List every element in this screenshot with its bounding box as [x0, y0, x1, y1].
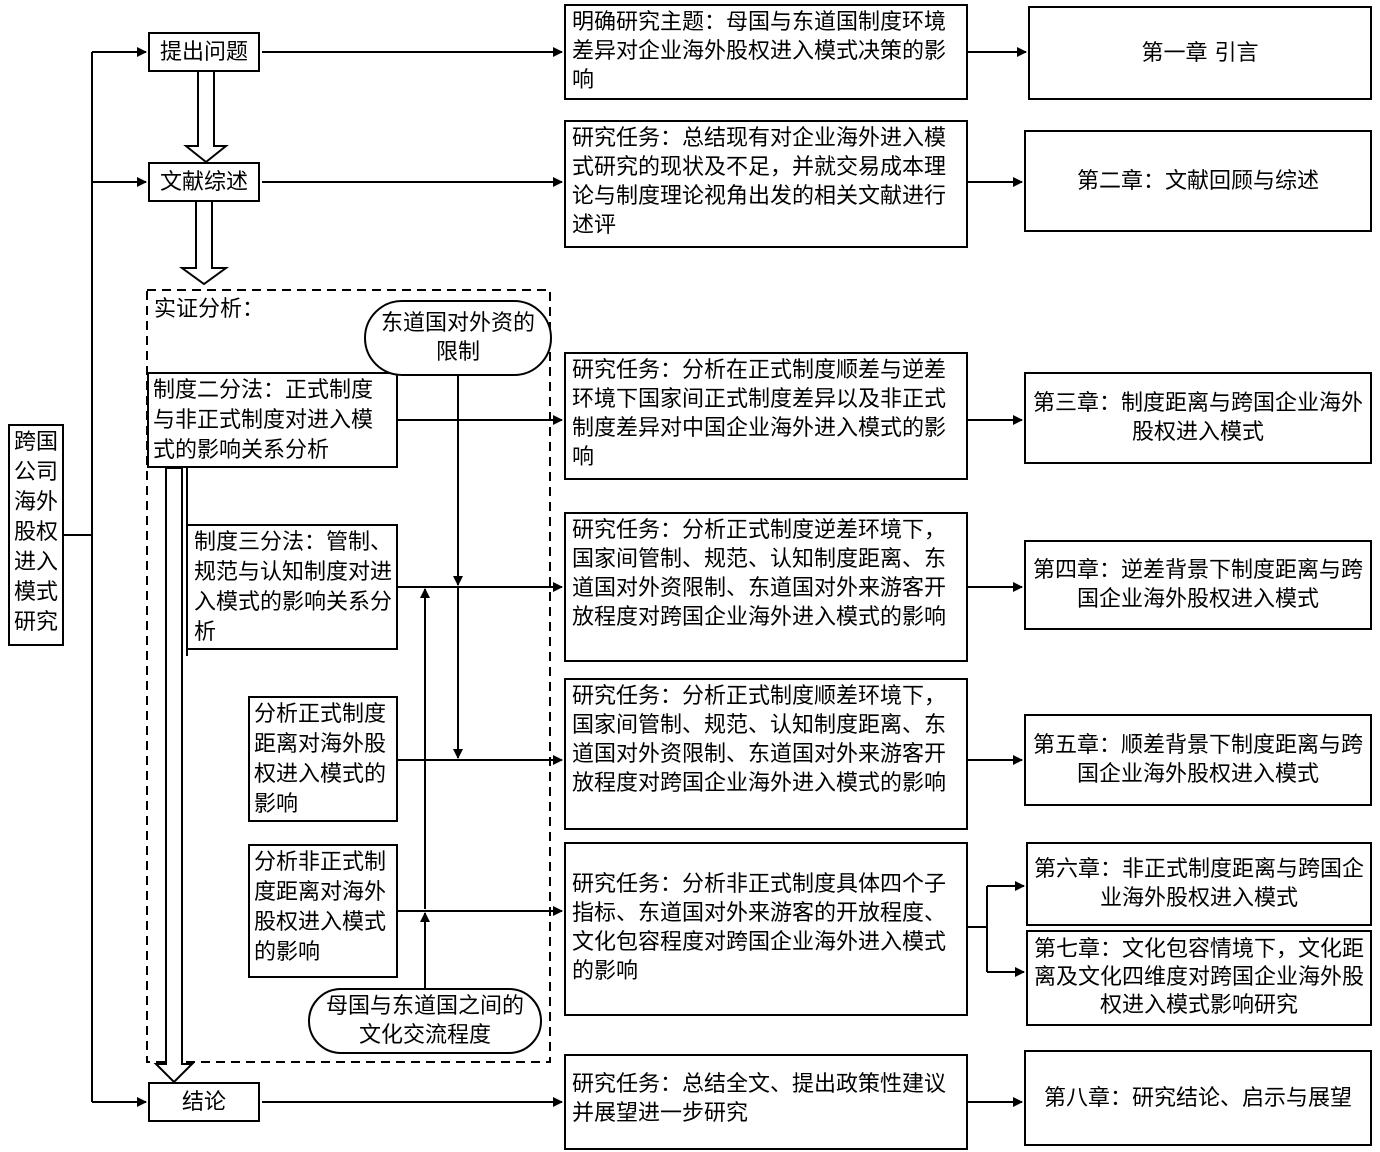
task-5: 研究任务：分析正式制度顺差环境下，国家间管制、规范、认知制度距离、东道国对外资限…: [564, 678, 968, 830]
chapter-1: 第一章 引言: [1028, 6, 1372, 100]
task-7: 研究任务：总结全文、提出政策性建议并展望进一步研究: [564, 1054, 968, 1150]
chapter-6: 第六章：非正式制度距离与跨国企业海外股权进入模式: [1026, 842, 1372, 926]
chapter-3: 第三章：制度距离与跨国企业海外股权进入模式: [1024, 372, 1372, 464]
moderator-cultural-exchange: 母国与东道国之间的文化交流程度: [308, 988, 542, 1054]
method-triple-classification: 制度三分法：管制、规范与认知制度对进入模式的影响关系分析: [186, 524, 398, 650]
task-2: 研究任务：总结现有对企业海外进入模式研究的现状及不足，并就交易成本理论与制度理论…: [564, 120, 968, 248]
chapter-2: 第二章：文献回顾与综述: [1024, 130, 1372, 232]
method-dual-classification: 制度二分法：正式制度与非正式制度对进入模式的影响关系分析: [147, 372, 398, 468]
method-informal-distance: 分析非正式制度距离对海外股权进入模式的影响: [248, 844, 398, 978]
task-1: 明确研究主题：母国与东道国制度环境差异对企业海外股权进入模式决策的影响: [564, 4, 968, 100]
task-4: 研究任务：分析正式制度逆差环境下，国家间管制、规范、认知制度距离、东道国对外资限…: [564, 512, 968, 662]
chapter-5: 第五章：顺差背景下制度距离与跨国企业海外股权进入模式: [1024, 714, 1372, 806]
task-6: 研究任务：分析非正式制度具体四个子指标、东道国对外来游客的开放程度、文化包容程度…: [564, 842, 968, 1016]
stage-empirical-analysis: 实证分析：: [154, 297, 265, 322]
task-3: 研究任务：分析在正式制度顺差与逆差环境下国家间正式制度差异以及非正式制度差异对中…: [564, 352, 968, 480]
chapter-7: 第七章：文化包容情境下，文化距离及文化四维度对跨国企业海外股权进入模式影响研究: [1026, 930, 1372, 1026]
research-topic-label: 跨国公司海外股权进入模式研究: [8, 424, 64, 646]
chapter-4: 第四章：逆差背景下制度距离与跨国企业海外股权进入模式: [1024, 540, 1372, 630]
method-formal-distance: 分析正式制度距离对海外股权进入模式的影响: [248, 696, 398, 822]
stage-conclusion: 结论: [148, 1082, 260, 1122]
moderator-host-restriction: 东道国对外资的限制: [364, 300, 552, 376]
chapter-8: 第八章：研究结论、启示与展望: [1024, 1050, 1372, 1146]
stage-literature-review: 文献综述: [148, 162, 260, 202]
stage-ask-question: 提出问题: [148, 32, 260, 72]
